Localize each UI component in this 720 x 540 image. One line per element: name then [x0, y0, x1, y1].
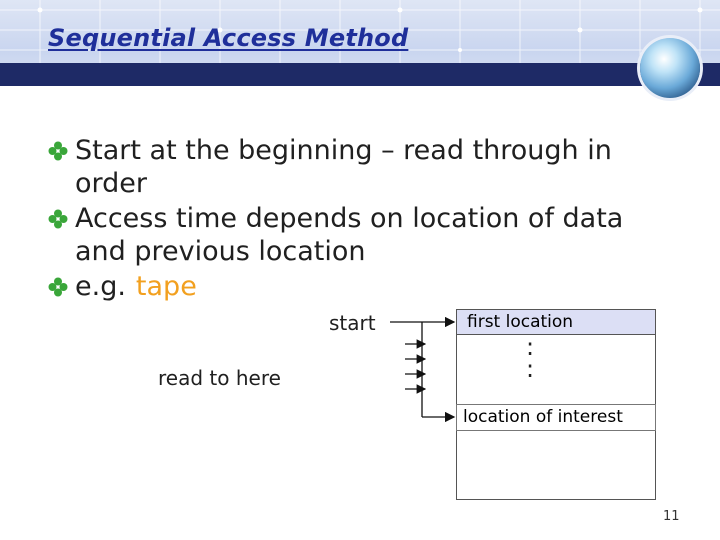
first-location-cell: first location: [456, 309, 656, 335]
first-location-label: first location: [467, 312, 574, 332]
bullet-item: Start at the beginning – read through in…: [48, 134, 708, 200]
header-rule: [0, 63, 720, 86]
slide-title: Sequential Access Method: [48, 24, 409, 52]
ellipsis: :: [526, 333, 535, 361]
bullet-list: Start at the beginning – read through in…: [48, 134, 708, 303]
page-number: 11: [663, 509, 680, 524]
bullet-continuation: order: [75, 168, 147, 199]
bullet-item: e.g. tape: [48, 270, 708, 303]
tape-emphasis: tape: [135, 271, 197, 302]
globe-icon: [640, 38, 700, 98]
bullet-text: Start at the beginning – read through in: [75, 135, 612, 166]
bullet-item: Access time depends on location of data …: [48, 202, 708, 268]
read-label: read to here: [158, 366, 281, 390]
location-of-interest-cell: location of interest: [456, 404, 656, 431]
location-of-interest-label: location of interest: [463, 407, 623, 427]
bullet-continuation: and previous location: [75, 236, 366, 267]
bullet-text: e.g.: [75, 271, 126, 302]
start-label: start: [329, 311, 376, 335]
diamond-bullet-icon: [48, 209, 68, 229]
bullet-text: Access time depends on location of data: [75, 203, 624, 234]
ellipsis: :: [526, 355, 535, 383]
slide-header: Sequential Access Method: [0, 0, 720, 86]
diamond-bullet-icon: [48, 277, 68, 297]
diamond-bullet-icon: [48, 141, 68, 161]
